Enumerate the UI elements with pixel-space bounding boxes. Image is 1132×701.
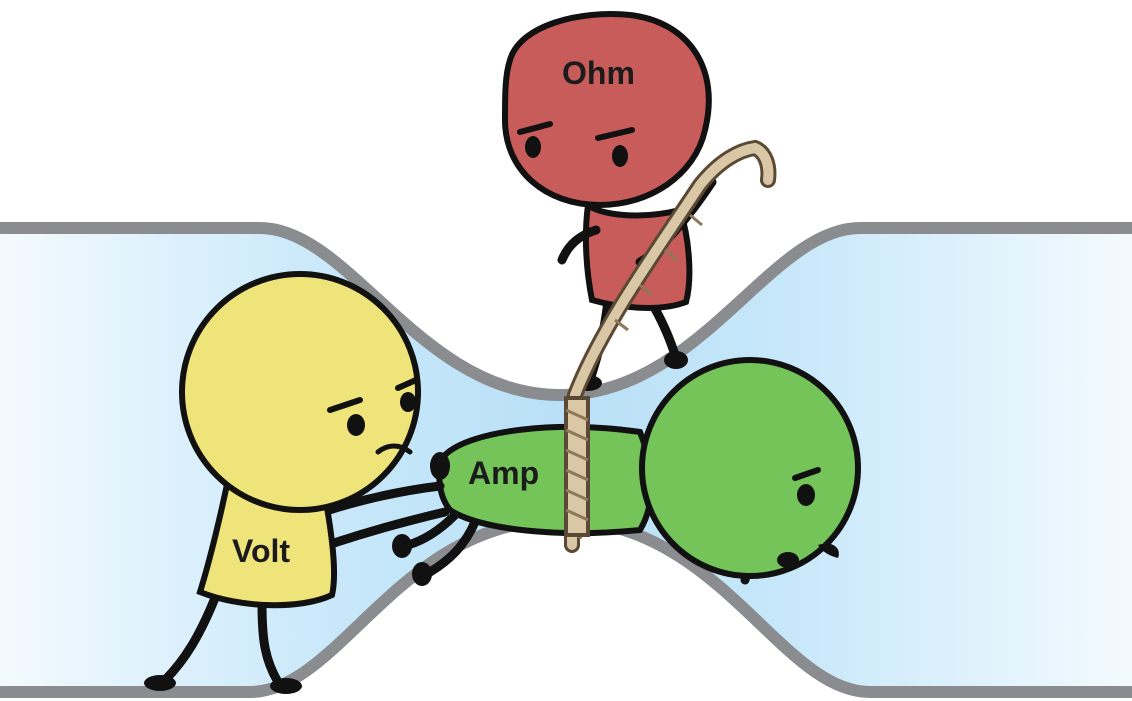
volt-brow: [395, 377, 419, 391]
ohm-foot: [664, 351, 688, 369]
volt-mouth: [375, 443, 413, 455]
ohm-label: Ohm: [562, 55, 635, 91]
volt-foot: [144, 675, 176, 691]
rope-band-twist: [565, 408, 589, 522]
volt-head: [179, 271, 421, 513]
volt-foot: [270, 678, 302, 694]
amp-foot: [392, 534, 412, 558]
amp-eye: [797, 484, 815, 506]
amp-body: [436, 423, 655, 537]
amp-brow: [792, 467, 821, 481]
amp-eye: [777, 552, 799, 568]
volt-eye: [347, 414, 365, 436]
ohm-head: [501, 11, 712, 209]
amp-character: Amp: [392, 357, 861, 586]
amp-head: [639, 357, 861, 579]
volt-legs: [160, 593, 283, 687]
ohm-brow: [517, 121, 553, 135]
volt-hand: [430, 452, 450, 480]
ohm-brow: [595, 127, 635, 141]
volt-eye: [400, 392, 416, 412]
ohm-eye: [612, 145, 628, 167]
amp-foot: [412, 562, 432, 586]
pipe-top-wall: [0, 222, 1132, 402]
volt-character: Volt: [144, 271, 450, 694]
volt-brow: [327, 397, 363, 413]
amp-label: Amp: [468, 455, 539, 491]
volt-label: Volt: [232, 533, 290, 569]
ohm-eye: [525, 136, 541, 158]
ohm-character: Ohm: [501, 11, 717, 391]
amp-mouth: [818, 543, 839, 558]
